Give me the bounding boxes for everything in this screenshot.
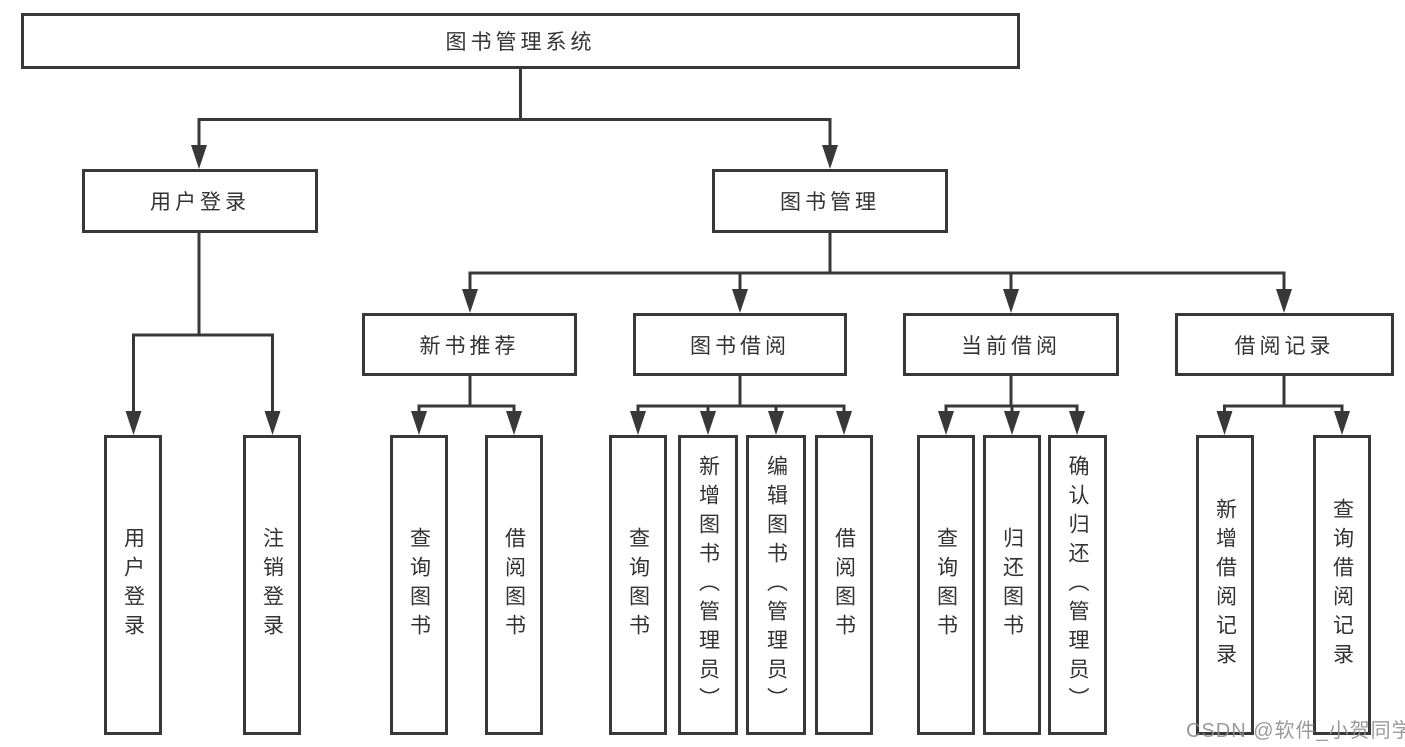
connector-current-to-leaves	[938, 376, 1085, 435]
node-label: 图书管理系统	[445, 31, 596, 54]
leaf-logout: 注销登录	[243, 435, 301, 735]
leaf-query-books-borrow: 查询图书	[609, 435, 667, 735]
leaf-label: 新增图书（管理员）	[696, 454, 720, 716]
connector-mgmt-to-level3	[462, 233, 1292, 313]
node-label: 用户登录	[150, 191, 250, 214]
leaf-label: 新增借阅记录	[1213, 498, 1237, 672]
connector-borrow-to-leaves	[630, 376, 852, 435]
leaf-label: 注销登录	[260, 527, 284, 643]
leaf-label: 查询图书	[934, 527, 958, 643]
connector-records-to-leaves	[1216, 376, 1350, 435]
leaf-label: 编辑图书（管理员）	[764, 454, 788, 716]
node-label: 借阅记录	[1234, 334, 1335, 358]
leaf-query-books-current: 查询图书	[917, 435, 975, 735]
node-label: 图书借阅	[690, 334, 790, 358]
leaf-edit-books-admin: 编辑图书（管理员）	[746, 435, 806, 735]
leaf-add-books-admin: 新增图书（管理员）	[678, 435, 738, 735]
leaf-add-borrow-record: 新增借阅记录	[1196, 435, 1254, 735]
leaf-query-books-newbook: 查询图书	[390, 435, 448, 735]
leaf-label: 查询图书	[407, 527, 431, 643]
node-book-borrowing: 图书借阅	[633, 313, 847, 376]
node-label: 当前借阅	[961, 334, 1061, 358]
node-library-management-system: 图书管理系统	[21, 13, 1020, 69]
leaf-label: 借阅图书	[502, 527, 526, 643]
connector-newbook-to-leaves	[411, 376, 522, 435]
leaf-user-login: 用户登录	[104, 435, 162, 735]
leaf-return-books: 归还图书	[983, 435, 1041, 735]
node-borrowing-records: 借阅记录	[1175, 313, 1394, 376]
node-book-management: 图书管理	[712, 169, 948, 233]
connector-root-to-level2	[191, 69, 838, 169]
leaf-label: 查询图书	[626, 527, 650, 643]
leaf-query-borrow-record: 查询借阅记录	[1313, 435, 1371, 735]
node-user-login: 用户登录	[82, 169, 318, 233]
connector-user-to-leaves	[125, 233, 281, 435]
node-new-book-recommendation: 新书推荐	[362, 313, 577, 376]
csdn-watermark: CSDN @软件_小贺同学	[1186, 720, 1405, 742]
leaf-label: 借阅图书	[832, 527, 856, 643]
leaf-label: 确认归还（管理员）	[1066, 454, 1089, 716]
leaf-borrow-books: 借阅图书	[815, 435, 873, 735]
leaf-label: 查询借阅记录	[1330, 498, 1354, 672]
leaf-borrow-books-newbook: 借阅图书	[485, 435, 543, 735]
leaf-confirm-return-admin: 确认归还（管理员）	[1048, 435, 1107, 735]
leaf-label: 用户登录	[121, 527, 145, 643]
node-label: 图书管理	[780, 191, 880, 214]
leaf-label: 归还图书	[1000, 527, 1024, 643]
node-label: 新书推荐	[419, 334, 520, 358]
node-current-borrowing: 当前借阅	[903, 313, 1119, 376]
